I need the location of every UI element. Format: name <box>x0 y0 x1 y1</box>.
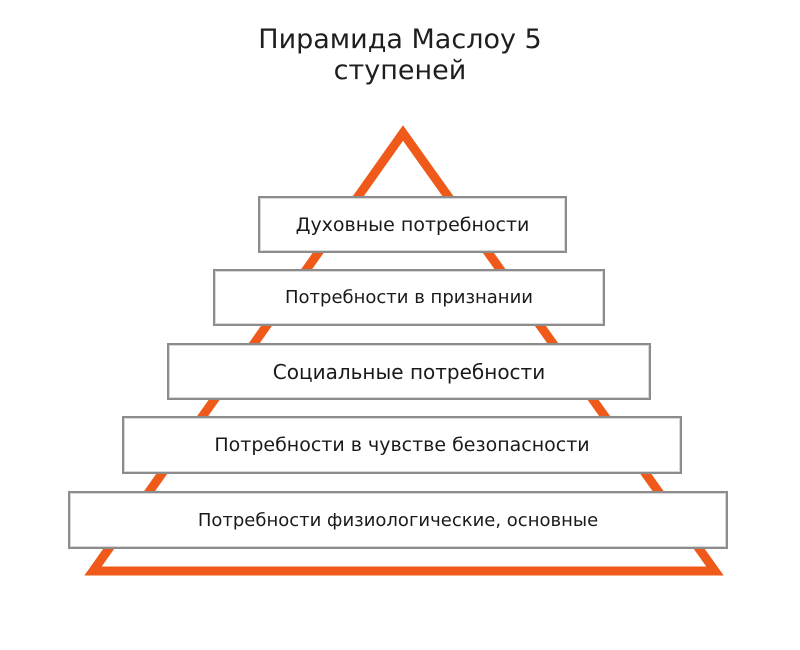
diagram-title: Пирамида Маслоу 5 ступеней <box>0 24 800 86</box>
diagram-title-line-1: Пирамида Маслоу 5 <box>258 24 542 55</box>
pyramid-level-spiritual-needs: Духовные потребности <box>258 196 567 253</box>
diagram-title-line-2: ступеней <box>333 55 467 86</box>
pyramid-level-label: Потребности в признании <box>285 287 533 308</box>
pyramid-level-label: Духовные потребности <box>295 213 530 236</box>
pyramid-level-social-needs: Социальные потребности <box>167 343 651 400</box>
pyramid-level-label: Социальные потребности <box>272 359 546 384</box>
pyramid-level-label: Потребности физиологические, основные <box>197 509 599 531</box>
pyramid-level-label: Потребности в чувстве безопасности <box>214 434 590 456</box>
pyramid-level-recognition-needs: Потребности в признании <box>213 269 605 326</box>
pyramid-level-safety-needs: Потребности в чувстве безопасности <box>122 416 682 474</box>
pyramid-level-physiological-needs: Потребности физиологические, основные <box>68 491 728 549</box>
